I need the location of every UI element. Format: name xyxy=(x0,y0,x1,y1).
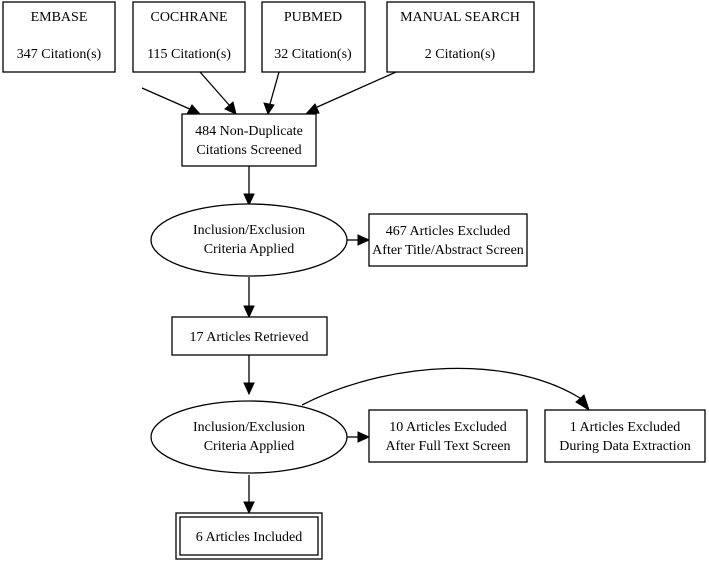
criteria-ellipse xyxy=(150,400,348,474)
source-count: 347 Citation(s) xyxy=(17,47,102,62)
arrowhead xyxy=(263,102,275,116)
edges xyxy=(141,71,590,515)
source-box xyxy=(261,1,366,73)
criteria-ellipse xyxy=(150,203,348,277)
excluded-line1: 10 Articles Excluded xyxy=(389,420,506,435)
included-line1: 6 Articles Included xyxy=(196,530,303,545)
criteria-line2: Criteria Applied xyxy=(204,242,295,257)
source-name: PUBMED xyxy=(284,10,342,25)
retrieved-box xyxy=(171,316,328,356)
source-pubmed: PUBMED 32 Citation(s) xyxy=(261,1,366,73)
source-count: 2 Citation(s) xyxy=(425,47,496,62)
screened-node: 484 Non-Duplicate Citations Screened xyxy=(181,113,317,167)
criteria-2-node: Inclusion/Exclusion Criteria Applied xyxy=(150,400,348,474)
retrieved-line1: 17 Articles Retrieved xyxy=(190,330,309,345)
source-manual-search: MANUAL SEARCH 2 Citation(s) xyxy=(386,1,535,73)
excluded-3-node: 1 Articles Excluded During Data Extracti… xyxy=(544,409,706,463)
arrowhead xyxy=(243,501,255,515)
criteria-line1: Inclusion/Exclusion xyxy=(193,420,305,435)
source-count: 115 Citation(s) xyxy=(147,47,231,62)
screened-line1: 484 Non-Duplicate xyxy=(195,124,303,139)
source-box xyxy=(2,1,116,73)
arrowhead xyxy=(243,193,255,207)
criteria-line1: Inclusion/Exclusion xyxy=(193,223,305,238)
source-box xyxy=(386,1,535,73)
excluded-box xyxy=(544,409,706,463)
included-node: 6 Articles Included xyxy=(175,512,323,560)
screened-box xyxy=(181,113,317,167)
excluded-1-node: 467 Articles Excluded After Title/Abstra… xyxy=(368,213,528,267)
excluded-2-node: 10 Articles Excluded After Full Text Scr… xyxy=(368,409,528,463)
arrowhead xyxy=(304,103,320,115)
source-name: COCHRANE xyxy=(150,10,227,25)
edge-criteria2-to-excluded3 xyxy=(301,367,581,406)
excluded-line1: 1 Articles Excluded xyxy=(570,420,680,435)
source-name: EMBASE xyxy=(31,10,88,25)
source-count: 32 Citation(s) xyxy=(274,47,352,62)
criteria-line2: Criteria Applied xyxy=(204,439,295,454)
excluded-line2: After Title/Abstract Screen xyxy=(372,243,524,258)
source-embase: EMBASE 347 Citation(s) xyxy=(2,1,116,73)
edge-cochrane-to-screened xyxy=(199,71,231,107)
retrieved-node: 17 Articles Retrieved xyxy=(171,316,328,356)
included-box-inner xyxy=(179,516,319,556)
edge-manual-to-screened xyxy=(314,71,397,109)
excluded-line1: 467 Articles Excluded xyxy=(386,224,510,239)
excluded-line2: After Full Text Screen xyxy=(385,439,510,454)
excluded-line2: During Data Extraction xyxy=(559,439,690,454)
arrowhead xyxy=(243,305,255,319)
arrowhead xyxy=(224,101,237,115)
criteria-1-node: Inclusion/Exclusion Criteria Applied xyxy=(150,203,348,277)
screened-line2: Citations Screened xyxy=(196,143,301,158)
arrowhead xyxy=(357,431,371,443)
excluded-box xyxy=(368,409,528,463)
excluded-box xyxy=(368,213,528,267)
arrowhead xyxy=(357,234,371,246)
arrowhead xyxy=(243,382,255,396)
edge-pubmed-to-screened xyxy=(269,71,280,105)
source-cochrane: COCHRANE 115 Citation(s) xyxy=(132,1,246,73)
source-name: MANUAL SEARCH xyxy=(400,10,520,25)
arrowhead xyxy=(186,104,202,115)
arrowhead xyxy=(575,394,590,412)
source-box xyxy=(132,1,246,73)
edge-embase-to-screened xyxy=(141,87,193,111)
